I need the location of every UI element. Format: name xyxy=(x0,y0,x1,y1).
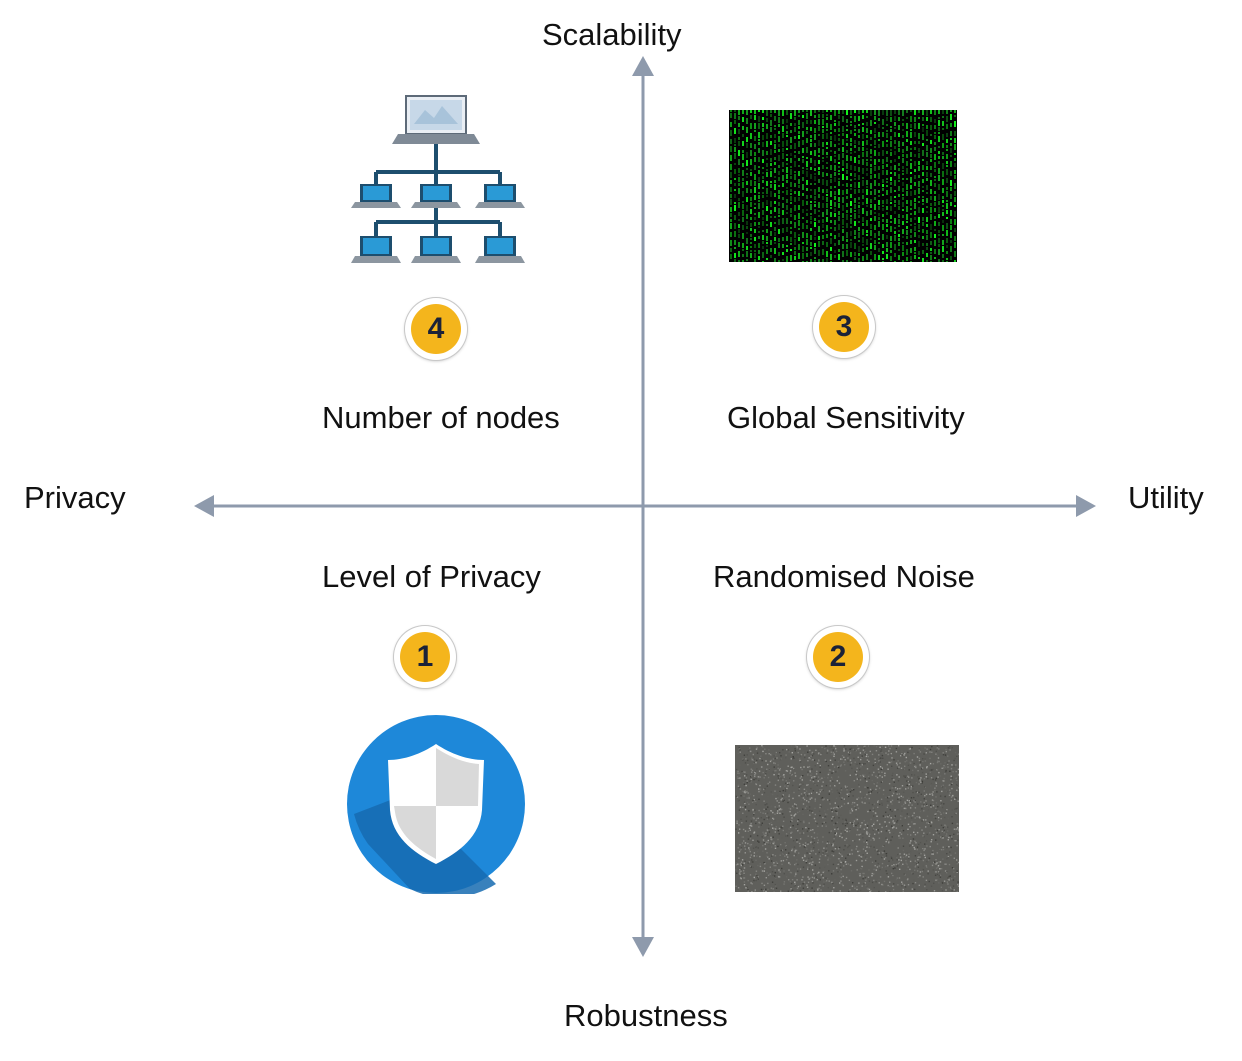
axis-label-bottom: Robustness xyxy=(564,998,728,1033)
badge-number: 4 xyxy=(411,304,461,354)
arrow-down-icon xyxy=(632,937,654,957)
quadrant-label-level-of-privacy: Level of Privacy xyxy=(322,559,541,594)
quadrant-label-number-of-nodes: Number of nodes xyxy=(322,400,560,435)
badge-2: 2 xyxy=(807,626,869,688)
badge-3: 3 xyxy=(813,296,875,358)
noise-image xyxy=(735,745,961,894)
quadrant-label-randomised-noise: Randomised Noise xyxy=(713,559,975,594)
badge-number: 2 xyxy=(813,632,863,682)
badge-number: 3 xyxy=(819,302,869,352)
shield-icon xyxy=(346,714,526,898)
matrix-code-image xyxy=(729,110,960,267)
axis-label-left: Privacy xyxy=(24,480,126,515)
network-nodes-icon xyxy=(350,94,530,269)
badge-4: 4 xyxy=(405,298,467,360)
arrow-up-icon xyxy=(632,56,654,76)
arrow-left-icon xyxy=(194,495,214,517)
arrow-right-icon xyxy=(1076,495,1096,517)
axis-label-right: Utility xyxy=(1128,480,1204,515)
quadrant-label-global-sensitivity: Global Sensitivity xyxy=(727,400,965,435)
axis-label-top: Scalability xyxy=(542,17,682,52)
badge-1: 1 xyxy=(394,626,456,688)
badge-number: 1 xyxy=(400,632,450,682)
